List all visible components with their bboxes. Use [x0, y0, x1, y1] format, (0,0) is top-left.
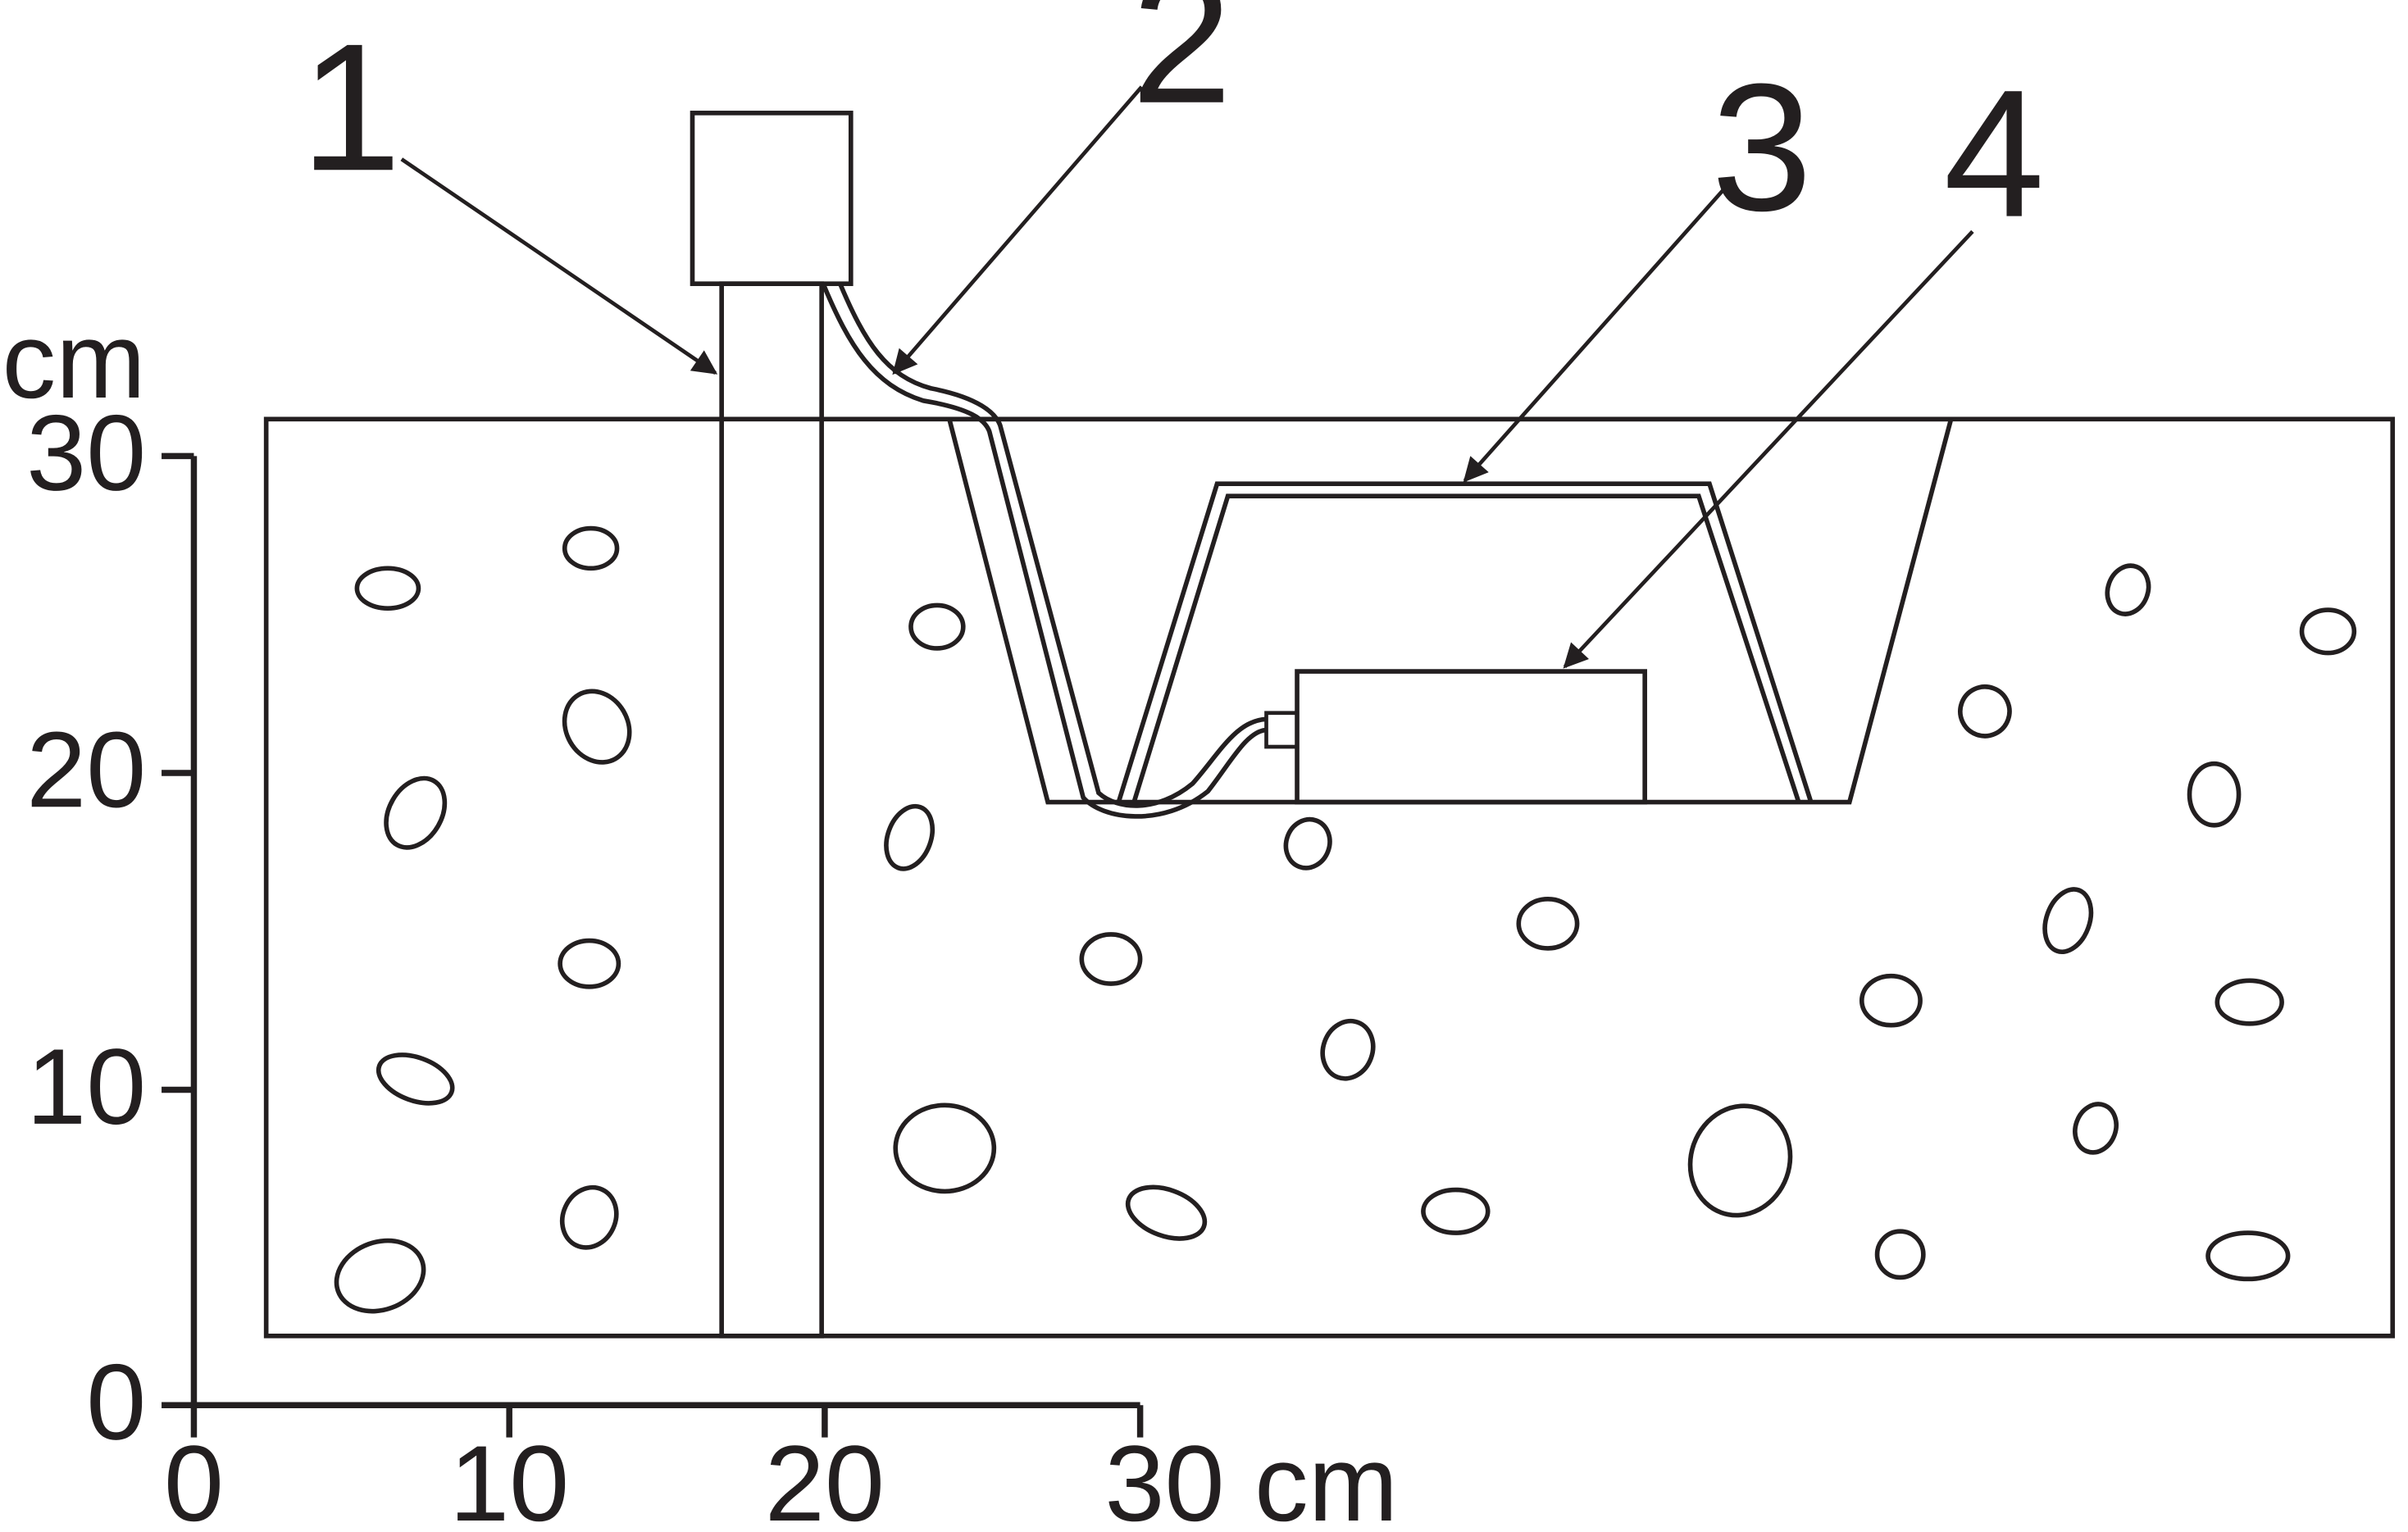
- stone: [384, 775, 448, 850]
- callout-leaders: [400, 85, 1974, 669]
- stone: [562, 525, 620, 571]
- stone: [2073, 1102, 2119, 1155]
- stone: [354, 566, 421, 611]
- stone: [908, 602, 966, 651]
- stone: [893, 1102, 997, 1194]
- stone: [1516, 897, 1580, 951]
- x-tick-label-10: 10: [449, 1423, 569, 1532]
- pole-head-box: [690, 111, 853, 286]
- cable: [821, 283, 1268, 819]
- stone: [2299, 607, 2357, 656]
- stone: [1125, 1184, 1208, 1241]
- pole-shaft: [719, 281, 824, 1339]
- trapezoid-cover: [1116, 481, 1814, 803]
- y-tick-label-10: 10: [26, 1026, 146, 1147]
- stone: [334, 1238, 426, 1314]
- leader-2: [892, 85, 1144, 375]
- callout-4: 4: [1944, 52, 2045, 255]
- y-axis-unit: cm: [2, 300, 146, 421]
- stone: [376, 1052, 455, 1106]
- stone: [1958, 684, 2012, 739]
- x-tick-label-0: 0: [164, 1423, 224, 1532]
- stone: [2105, 563, 2151, 616]
- callout-3: 3: [1711, 46, 1812, 248]
- connector-plug: [1264, 711, 1300, 749]
- y-tick-label-30: 30: [26, 393, 146, 513]
- logger-box: [1295, 669, 1647, 805]
- stone: [558, 938, 621, 989]
- callout-1: 1: [300, 6, 401, 208]
- scale-axes: [162, 452, 1144, 1438]
- y-tick-label-20: 20: [26, 709, 146, 830]
- stone: [2187, 761, 2242, 828]
- stone: [2215, 978, 2284, 1026]
- leader-4: [1563, 230, 1974, 669]
- leader-1: [400, 157, 718, 375]
- x-tick-label-30: 30 cm: [1104, 1423, 1398, 1532]
- leader-3: [1463, 189, 1725, 483]
- stone: [1079, 932, 1143, 986]
- y-tick-label-0: 0: [86, 1342, 146, 1462]
- stones: [334, 525, 2357, 1314]
- x-tick-label-20: 20: [765, 1423, 885, 1532]
- stone: [559, 1184, 619, 1250]
- stone: [2205, 1230, 2291, 1282]
- stone: [1320, 1018, 1376, 1081]
- stone: [2042, 887, 2094, 955]
- stone: [562, 689, 632, 765]
- stone: [1687, 1103, 1793, 1218]
- stone: [884, 803, 935, 871]
- trench: [946, 416, 1955, 805]
- stone: [1421, 1187, 1491, 1235]
- callout-2: 2: [1131, 0, 1232, 141]
- stone: [1874, 1229, 1926, 1280]
- stone: [1283, 816, 1332, 871]
- stone: [1859, 973, 1923, 1028]
